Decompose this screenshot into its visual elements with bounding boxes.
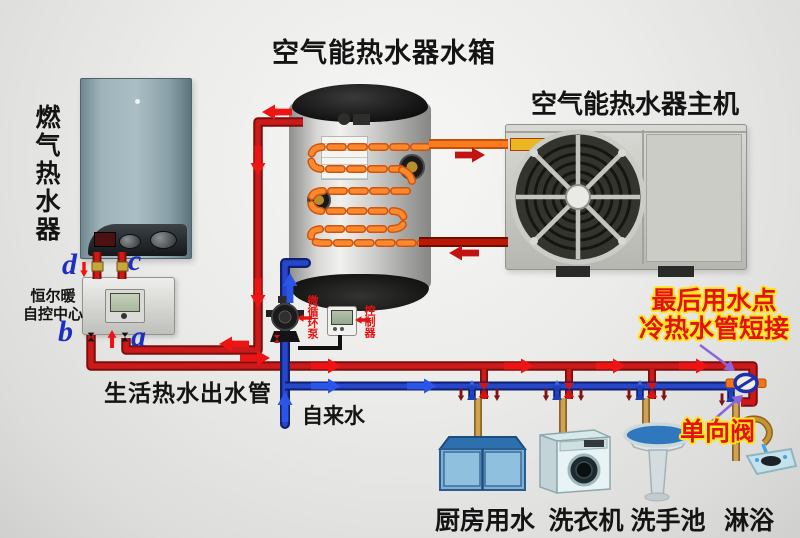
shower-icon — [732, 415, 798, 476]
control-center-lcd-frame — [105, 289, 145, 323]
port-label-b: b — [58, 315, 73, 348]
control-center-button — [121, 313, 127, 319]
appliance-label-shower: 淋浴 — [723, 507, 774, 535]
gas-heater-display — [94, 232, 116, 247]
port-label-a: a — [131, 320, 146, 353]
appliance-label-kitchen: 厨房用水 — [434, 507, 535, 535]
main-unit-foot-right — [658, 266, 694, 277]
pipe-fittings — [91, 261, 129, 272]
gas-heater-knob-left — [119, 234, 141, 249]
wash-basin-icon — [623, 422, 693, 502]
callout-pointers — [699, 343, 747, 424]
last-point-line2: 冷热水管短接 — [638, 315, 789, 343]
pump-label: 微循环泵 — [306, 295, 318, 339]
main-unit-top-rail — [506, 131, 746, 133]
port-label-c: c — [128, 244, 142, 277]
pump-controller — [327, 306, 357, 336]
gas-heater-control-panel — [88, 224, 187, 256]
tap-water-label: 自来水 — [302, 405, 365, 428]
circulation-pump-icon — [266, 296, 304, 342]
gas-water-heater — [80, 78, 192, 259]
controller-label: 控制器 — [363, 305, 375, 338]
last-point-line1: 最后用水点 — [651, 287, 777, 315]
fan-icon — [510, 129, 646, 265]
heater-highlight — [135, 99, 140, 104]
check-valve-label: 单向阀 — [680, 418, 756, 446]
tank-coil — [306, 143, 431, 247]
control-center-box — [82, 277, 175, 335]
tank-bottom-cap — [291, 274, 429, 311]
main-unit-foot-left — [556, 266, 590, 277]
gas-heater-knob-right — [150, 231, 177, 249]
main-unit-right-panel — [646, 134, 742, 262]
control-center-lcd — [110, 293, 140, 312]
main-unit-title: 空气能热水器主机 — [530, 89, 739, 119]
last-point-callout: 最后用水点 冷热水管短接 — [634, 287, 794, 343]
control-center-label-line1: 恒尔暖 — [30, 288, 76, 305]
pump-controller-button — [333, 327, 337, 331]
tank-brand-logo — [338, 112, 372, 126]
appliance-label-basin: 洗手池 — [630, 507, 706, 535]
appliance-feed-pipes — [474, 398, 740, 461]
pump-controller-button — [340, 327, 344, 331]
pump-controller-screen — [331, 310, 353, 325]
port-label-d: d — [62, 248, 77, 281]
kitchen-sink-icon — [438, 436, 527, 491]
hot-water-pipe-label: 生活热水出水管 — [104, 380, 272, 406]
washing-machine-icon — [539, 429, 611, 495]
check-valve-icon — [725, 372, 767, 394]
tank-title: 空气能热水器水箱 — [272, 38, 496, 68]
gas-heater-label: 燃气热水器 — [32, 104, 60, 244]
appliance-label-washer: 洗衣机 — [548, 507, 624, 535]
pump-controller-wire — [298, 335, 342, 350]
control-center-label-line2: 自控中心 — [22, 306, 83, 323]
